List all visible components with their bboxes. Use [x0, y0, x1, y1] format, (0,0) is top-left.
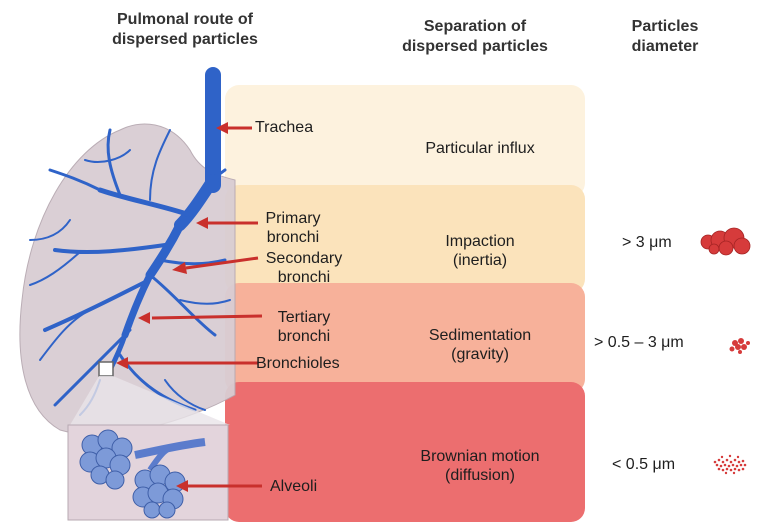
- diameter-small: < 0.5 μm: [612, 456, 675, 474]
- label-tertiary-bronchi: Tertiary bronchi: [264, 308, 344, 346]
- label-trachea: Trachea: [255, 118, 313, 137]
- label-secondary-bronchi-line1: Secondary: [248, 249, 360, 268]
- zone-influx-line1: Particular influx: [380, 139, 580, 158]
- label-primary-bronchi: Primary bronchi: [256, 209, 330, 247]
- zone-sedimentation-text: Sedimentation (gravity): [380, 326, 580, 364]
- zone-influx-text: Particular influx: [380, 139, 580, 158]
- label-primary-bronchi-line1: Primary: [256, 209, 330, 228]
- diameter-large: > 3 μm: [622, 234, 672, 252]
- zone-diffusion-text: Brownian motion (diffusion): [380, 447, 580, 485]
- label-alveoli: Alveoli: [270, 477, 317, 496]
- particle-small-icon: [714, 455, 747, 474]
- zone-sedimentation-line1: Sedimentation: [380, 326, 580, 345]
- zone-sedimentation-line2: (gravity): [380, 345, 580, 364]
- label-tertiary-bronchi-line1: Tertiary: [264, 308, 344, 327]
- particle-medium-icon: [730, 338, 751, 354]
- label-tertiary-bronchi-line2: bronchi: [264, 327, 344, 346]
- zone-impaction-text: Impaction (inertia): [380, 232, 580, 270]
- label-primary-bronchi-line2: bronchi: [256, 228, 330, 247]
- particle-large-icon: [701, 228, 750, 255]
- label-secondary-bronchi-line2: bronchi: [248, 268, 360, 287]
- inset-marker: [99, 362, 113, 376]
- zone-impaction-line1: Impaction: [380, 232, 580, 251]
- label-bronchioles: Bronchioles: [256, 354, 340, 373]
- zone-diffusion-line1: Brownian motion: [380, 447, 580, 466]
- diameter-medium: > 0.5 – 3 μm: [594, 334, 684, 352]
- zone-impaction-line2: (inertia): [380, 251, 580, 270]
- zone-diffusion-line2: (diffusion): [380, 466, 580, 485]
- label-secondary-bronchi: Secondary bronchi: [248, 249, 360, 287]
